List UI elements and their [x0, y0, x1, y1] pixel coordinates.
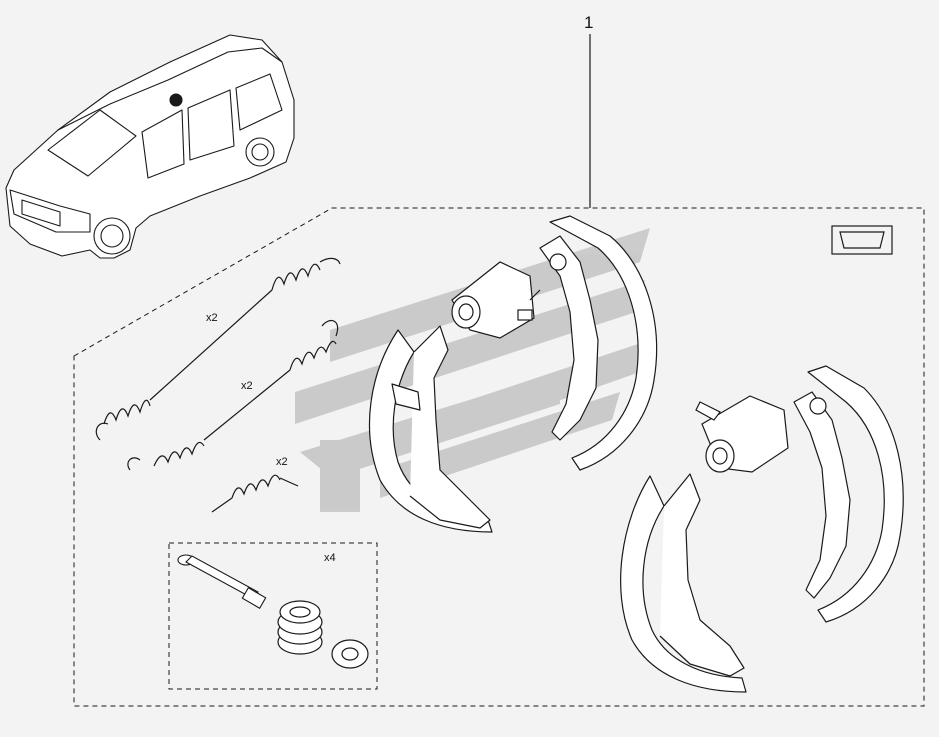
- brake-shoe-lower-right: [793, 365, 904, 623]
- pin-kit-qty: x4: [324, 552, 336, 564]
- spring-middle-qty: x2: [241, 380, 253, 392]
- callout-number: 1: [584, 13, 593, 32]
- hold-down-spring: [277, 600, 323, 655]
- retainer-washer: [331, 639, 369, 669]
- brake-shoe-upper-right: [539, 215, 658, 471]
- kit-boundary: [73, 207, 925, 707]
- return-spring-middle: [127, 319, 339, 471]
- pin-kit-boundary: [168, 542, 378, 690]
- spring-top-qty: x2: [206, 312, 218, 324]
- wheel-cylinder-upper: [451, 261, 541, 339]
- brake-shoe-left: [368, 325, 493, 533]
- kit-badge-icon: [831, 225, 893, 255]
- van-vehicle-icon: [5, 34, 295, 259]
- spring-small-qty: x2: [276, 456, 288, 468]
- hold-down-pin: [177, 554, 267, 609]
- wheel-cylinder-lower: [695, 395, 789, 473]
- brake-shoe-lower-left: [620, 473, 747, 693]
- return-spring-top: [95, 257, 341, 441]
- adjuster-spring: [211, 474, 299, 513]
